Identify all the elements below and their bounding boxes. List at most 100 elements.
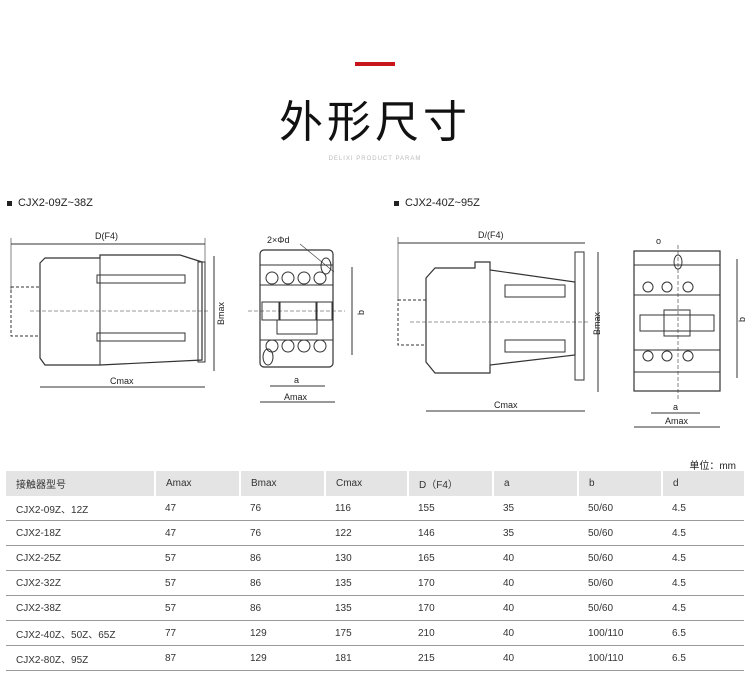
- section-heading-large: CJX2-40Z~95Z: [394, 197, 480, 209]
- col-header-bmax: Bmax: [239, 471, 325, 496]
- table-cell: 35: [493, 520, 578, 546]
- table-cell: 87: [155, 645, 240, 671]
- front-view-large: o b a Amax: [633, 236, 747, 428]
- table-cell: 57: [155, 570, 240, 596]
- hole-label: o: [656, 236, 661, 246]
- dim-b-label: b: [737, 317, 747, 322]
- table-cell: 40: [493, 645, 578, 671]
- dim-amax-label: Amax: [284, 392, 308, 402]
- col-header-d: D（F4）: [407, 471, 493, 496]
- dim-bmax-label: Bmax: [216, 301, 226, 325]
- table-cell: 170: [408, 595, 493, 621]
- table-cell: 4.5: [662, 496, 744, 521]
- table-cell: 129: [240, 620, 325, 646]
- col-header-hole-d: d: [661, 471, 744, 496]
- table-cell: 76: [240, 496, 325, 521]
- table-cell: CJX2-38Z: [6, 595, 155, 621]
- table-header-row: 接触器型号 Amax Bmax Cmax D（F4） a b d: [6, 471, 744, 496]
- col-header-a: a: [492, 471, 578, 496]
- page-subtitle: DELIXI PRODUCT PARAM: [328, 156, 422, 162]
- table-cell: 100/110: [578, 620, 662, 646]
- table-cell: 86: [240, 595, 325, 621]
- table-cell: 4.5: [662, 520, 744, 546]
- table-cell: 165: [408, 545, 493, 571]
- side-view-small: D(F4) Bmax Cmax: [10, 231, 226, 388]
- table-cell: 47: [155, 520, 240, 546]
- table-cell: CJX2-09Z、12Z: [6, 496, 155, 521]
- dimension-table: 接触器型号 Amax Bmax Cmax D（F4） a b d CJX2-09…: [6, 471, 744, 671]
- table-cell: CJX2-32Z: [6, 570, 155, 596]
- table-cell: 40: [493, 570, 578, 596]
- table-cell: 50/60: [578, 496, 662, 521]
- col-header-amax: Amax: [154, 471, 240, 496]
- table-cell: 40: [493, 545, 578, 571]
- table-cell: 47: [155, 496, 240, 521]
- section-heading-small: CJX2-09Z~38Z: [7, 197, 93, 209]
- table-cell: 86: [240, 570, 325, 596]
- side-view-large: D/(F4) Bmax Cmax: [397, 230, 602, 412]
- unit-label: 单位：mm: [689, 461, 736, 472]
- table-cell: 76: [240, 520, 325, 546]
- table-cell: 57: [155, 595, 240, 621]
- table-cell: 50/60: [578, 570, 662, 596]
- table-cell: 122: [325, 520, 408, 546]
- dim-cmax-label: Cmax: [110, 376, 134, 386]
- dim-a-label: a: [673, 402, 678, 412]
- hole-label: 2×Φd: [267, 235, 289, 245]
- bullet-icon: [394, 200, 399, 206]
- table-cell: 215: [408, 645, 493, 671]
- dim-b-label: b: [356, 310, 366, 315]
- section-heading-text: CJX2-40Z~95Z: [405, 197, 480, 209]
- dim-a-label: a: [294, 375, 299, 385]
- table-cell: 4.5: [662, 595, 744, 621]
- table-cell: 116: [325, 496, 408, 521]
- table-cell: 130: [325, 545, 408, 571]
- table-cell: CJX2-80Z、95Z: [6, 645, 155, 671]
- table-cell: 175: [325, 620, 408, 646]
- table-cell: CJX2-40Z、50Z、65Z: [6, 620, 155, 646]
- table-cell: 40: [493, 595, 578, 621]
- dimension-drawings: D(F4) Bmax Cmax 2×Φd b a Amax D/(F4): [10, 230, 747, 428]
- dim-bmax-label: Bmax: [592, 311, 602, 335]
- table-cell: 181: [325, 645, 408, 671]
- table-cell: 77: [155, 620, 240, 646]
- bullet-icon: [7, 200, 12, 206]
- table-cell: 135: [325, 595, 408, 621]
- table-cell: 170: [408, 570, 493, 596]
- table-cell: 35: [493, 496, 578, 521]
- table-cell: 4.5: [662, 545, 744, 571]
- table-cell: 4.5: [662, 570, 744, 596]
- section-heading-text: CJX2-09Z~38Z: [18, 197, 93, 209]
- table-cell: 100/110: [578, 645, 662, 671]
- table-cell: CJX2-18Z: [6, 520, 155, 546]
- col-header-cmax: Cmax: [324, 471, 408, 496]
- table-cell: 50/60: [578, 545, 662, 571]
- table-cell: 50/60: [578, 595, 662, 621]
- table-cell: 40: [493, 620, 578, 646]
- table-cell: 50/60: [578, 520, 662, 546]
- table-cell: 129: [240, 645, 325, 671]
- table-cell: 135: [325, 570, 408, 596]
- table-cell: CJX2-25Z: [6, 545, 155, 571]
- col-header-model: 接触器型号: [6, 471, 155, 496]
- dim-d-label: D/(F4): [478, 230, 504, 240]
- table-cell: 57: [155, 545, 240, 571]
- table-cell: 86: [240, 545, 325, 571]
- front-view-small: 2×Φd b a Amax: [248, 235, 366, 403]
- table-cell: 210: [408, 620, 493, 646]
- accent-bar: [355, 62, 395, 66]
- dim-cmax-label: Cmax: [494, 400, 518, 410]
- dim-d-label: D(F4): [95, 231, 118, 241]
- table-cell: 6.5: [662, 645, 744, 671]
- table-cell: 155: [408, 496, 493, 521]
- table-cell: 6.5: [662, 620, 744, 646]
- table-cell: 146: [408, 520, 493, 546]
- page-title: 外形尺寸: [279, 97, 471, 148]
